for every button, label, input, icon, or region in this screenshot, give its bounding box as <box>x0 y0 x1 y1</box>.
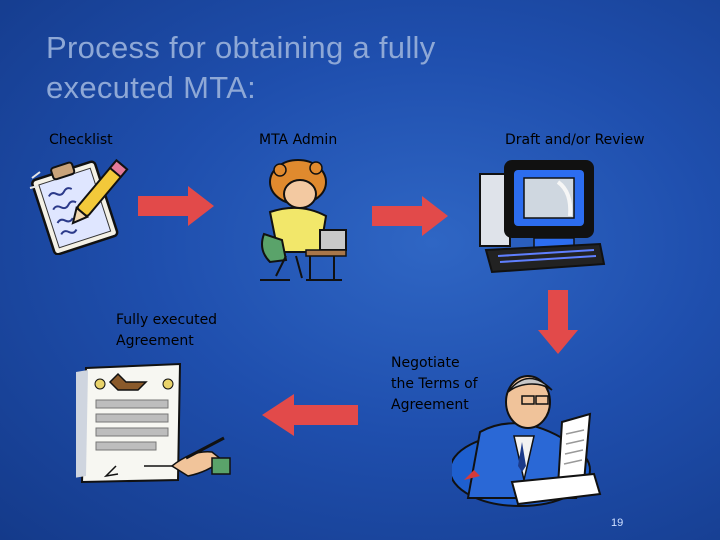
label-negotiate-line3: Agreement <box>391 397 469 413</box>
checklist-clipboard-icon <box>29 158 129 255</box>
contract-document-icon <box>76 362 231 484</box>
office-worker-icon <box>260 159 347 281</box>
slide-title: Process for obtaining a fully executed M… <box>46 30 436 105</box>
page-number: 19 <box>611 517 624 529</box>
businessman-reading-icon <box>452 375 602 507</box>
label-fully-executed: Fully executed Agreement <box>116 310 217 352</box>
label-fully-executed-line1: Fully executed <box>116 312 218 328</box>
computer-icon <box>479 160 606 274</box>
label-negotiate-line2: the Terms of <box>391 376 478 392</box>
arrow-down <box>538 290 578 354</box>
arrow-right-2 <box>372 196 448 236</box>
arrow-left <box>262 394 358 436</box>
arrow-right-1 <box>138 186 214 226</box>
label-fully-executed-line2: Agreement <box>116 333 194 349</box>
label-negotiate: Negotiate the Terms of Agreement <box>391 353 478 416</box>
label-checklist: Checklist <box>49 132 113 148</box>
label-draft-review: Draft and/or Review <box>505 132 645 148</box>
label-mta-admin: MTA Admin <box>259 132 338 148</box>
label-negotiate-line1: Negotiate <box>391 355 460 371</box>
